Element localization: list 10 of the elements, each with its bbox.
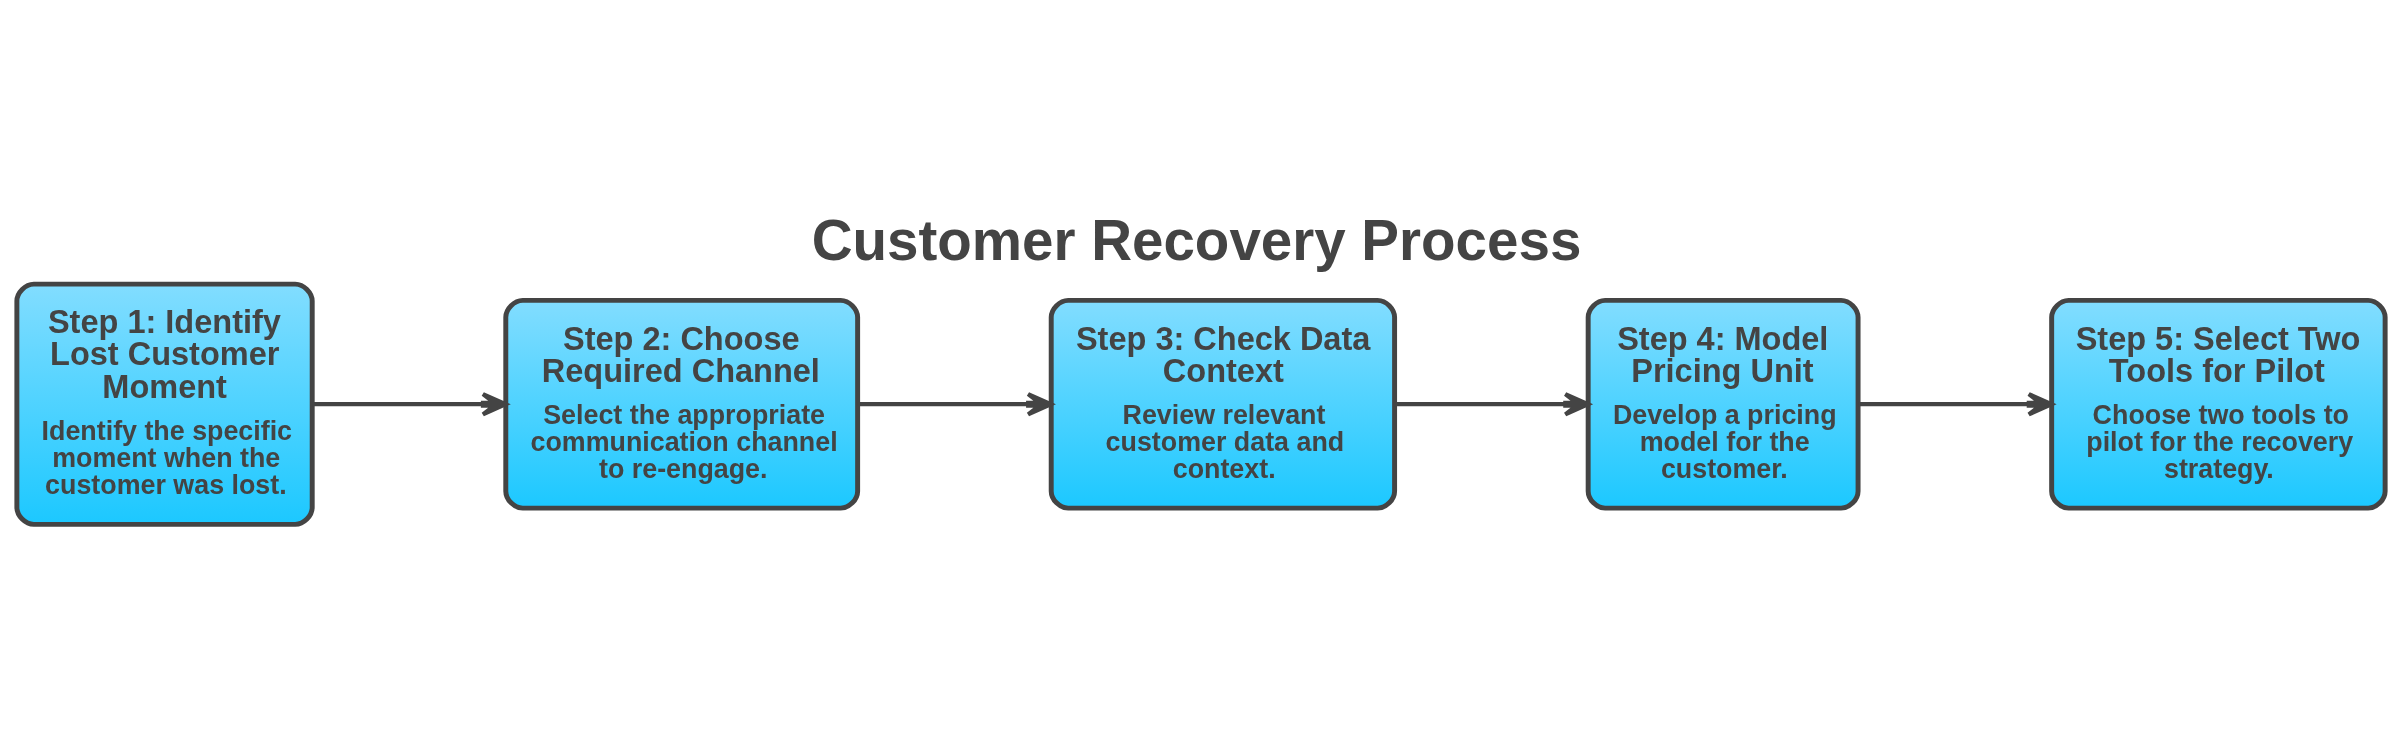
node-box: Step 2: Choose Required Channel Select the appropriate communication channel to re-engage. [503,297,861,511]
arrow [1858,391,2054,417]
node-box: Step 5: Select Two Tools for Pilot Choose two tools to pilot for the recovery strategy. [2049,297,2388,511]
diagram-title: Customer Recovery Process [811,208,1582,272]
node-box: Step 4: Model Pricing Unit Develop a pricing model for the customer. [1585,297,1861,511]
arrow [1394,391,1591,417]
node-box: Step 1: Identify Lost Customer Moment Identify the specific moment when the customer was lost. [14,281,315,527]
arrow [312,391,508,417]
arrow [857,391,1053,417]
node-box: Step 3: Check Data Context Review relevant customer data and context. [1048,297,1398,511]
